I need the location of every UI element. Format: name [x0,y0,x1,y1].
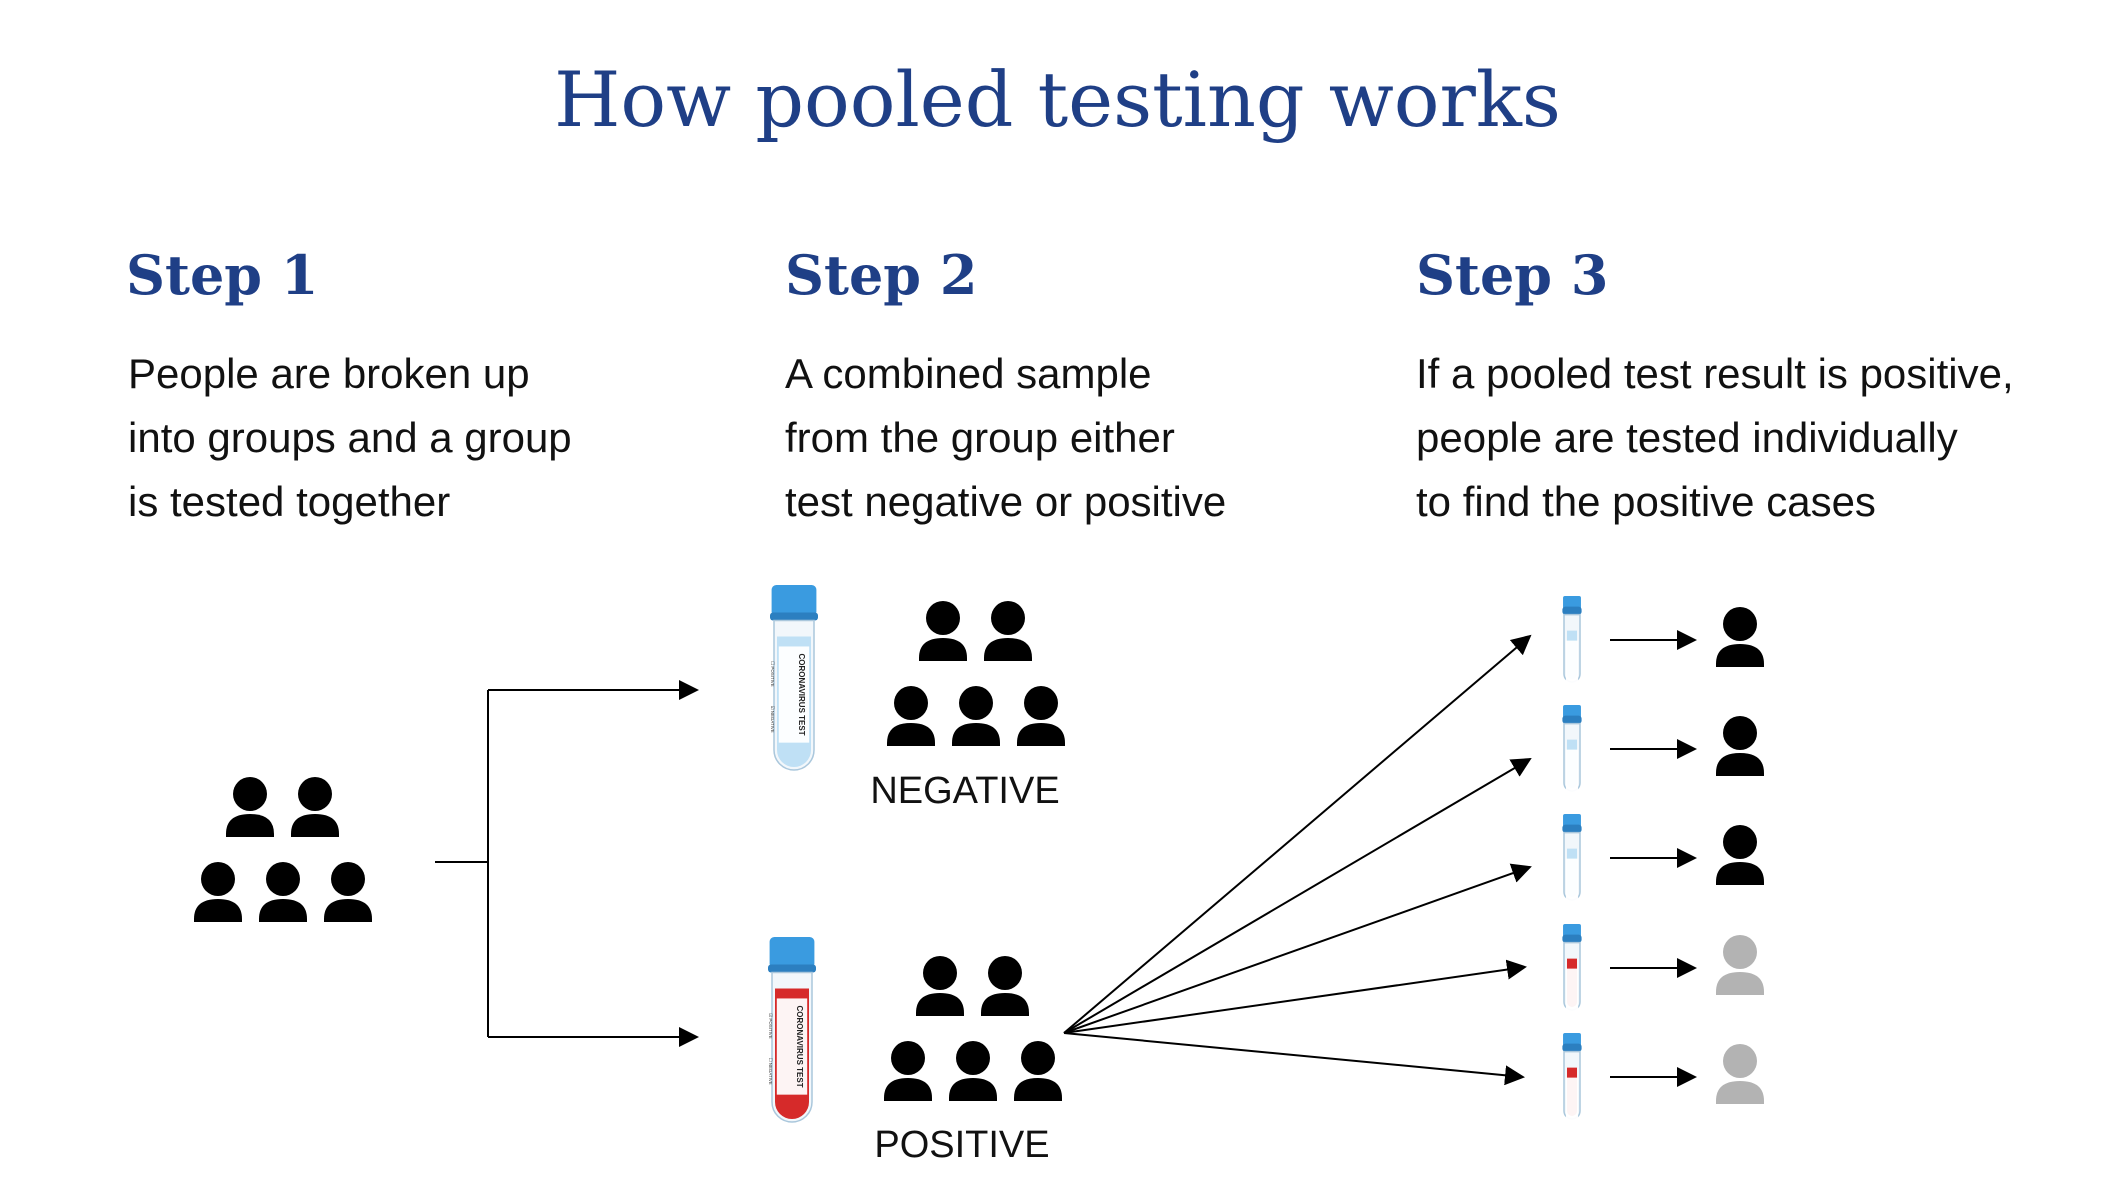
tube-label: CORONAVIRUS TEST [797,654,806,736]
step-2-line: from the group either [785,414,1175,461]
individual-tube [1562,924,1582,1014]
step-2-description: A combined sample from the group either … [785,342,1226,534]
person-icon [1014,1041,1062,1101]
person-icon [887,686,935,746]
person-icon [981,956,1029,1016]
fan-arrow [1063,959,1527,1034]
page-title: How pooled testing works [554,55,1561,144]
step-3-line: If a pooled test result is positive, [1416,350,2014,397]
person-icon [1716,716,1764,776]
tube-option: ☑ NEGATIVE [770,706,775,733]
positive-label: POSITIVE [874,1124,1050,1166]
person-icon [226,777,274,837]
person-icon [291,777,339,837]
positive-pool-tube: CORONAVIRUS TEST ☑ POSITIVE ☐ NEGATIVE [768,937,816,1123]
person-icon [984,601,1032,661]
tube-option: ☑ POSITIVE [768,1013,773,1038]
person-icon [919,601,967,661]
person-icon [1716,1044,1764,1104]
person-icon [194,862,242,922]
step-1-line: People are broken up [128,350,530,397]
person-icon [884,1041,932,1101]
person-icon [1017,686,1065,746]
person-icon [916,956,964,1016]
step-3-line: people are tested individually [1416,414,1958,461]
person-icon [1716,935,1764,995]
fan-arrow [1063,757,1532,1034]
fan-arrow [1063,634,1532,1034]
individual-tube [1562,1033,1582,1123]
person-icon [949,1041,997,1101]
individual-tube [1562,814,1582,904]
step-3-description: If a pooled test result is positive, peo… [1416,342,2014,534]
tube-label: CORONAVIRUS TEST [795,1006,804,1088]
initial-group [194,777,372,922]
step-1-line: is tested together [128,478,451,525]
split-connector [435,690,489,1037]
person-icon [259,862,307,922]
step-1-description: People are broken up into groups and a g… [128,342,572,534]
positive-group [884,956,1062,1101]
person-icon [952,686,1000,746]
person-icon [324,862,372,922]
negative-label: NEGATIVE [870,770,1060,812]
fan-arrow [1063,1032,1525,1086]
fan-arrow [1063,863,1532,1034]
tube-option: ☐ NEGATIVE [768,1058,773,1085]
person-icon [1716,607,1764,667]
step-3-line: to find the positive cases [1416,478,1876,525]
individual-tube [1562,596,1582,686]
step-1-line: into groups and a group [128,414,572,461]
negative-pool-tube: CORONAVIRUS TEST ☐ POSITIVE ☑ NEGATIVE [770,585,818,771]
individual-tube [1562,705,1582,795]
step-2-line: A combined sample [785,350,1152,397]
step-1-heading: Step 1 [126,243,319,307]
step-2-heading: Step 2 [785,243,978,307]
person-icon [1716,825,1764,885]
step-2-line: test negative or positive [785,478,1227,525]
negative-group [887,601,1065,746]
step-3-heading: Step 3 [1416,243,1609,307]
tube-option: ☐ POSITIVE [770,661,775,686]
